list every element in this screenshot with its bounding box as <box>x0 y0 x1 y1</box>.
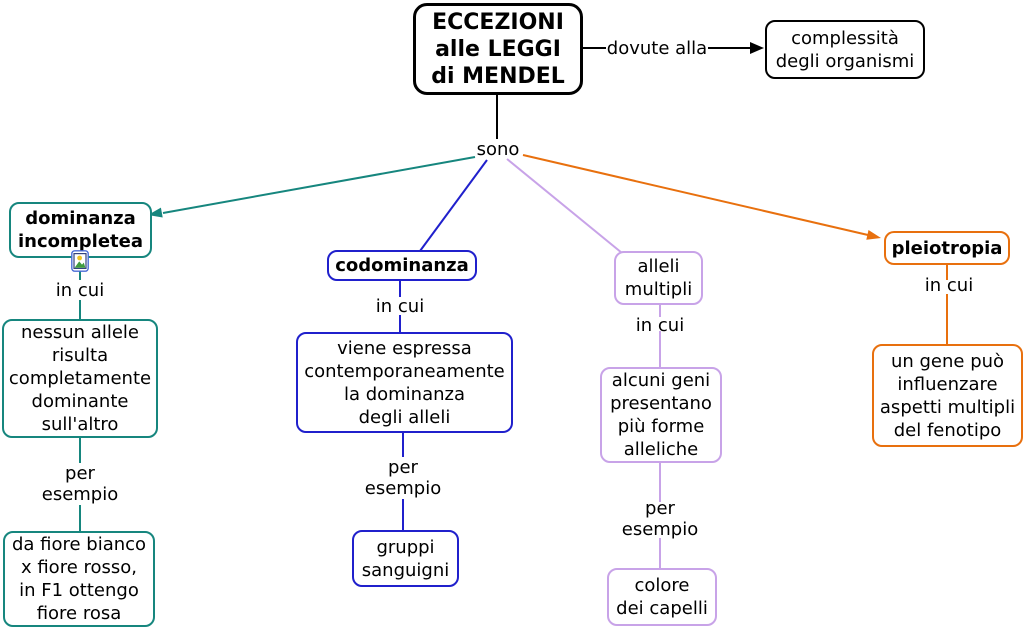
concept-codominanza[interactable]: codominanza <box>327 250 477 281</box>
concept-dominanza-espressa-contemporaneamente[interactable]: viene espressa contemporaneamente la dom… <box>296 332 513 433</box>
link-label-in-cui-alleli: in cui <box>635 314 685 336</box>
concept-pleiotropia[interactable]: pleiotropia <box>884 231 1010 265</box>
link-label-sono: sono <box>476 138 520 160</box>
concept-piu-forme-alleliche[interactable]: alcuni geni presentano più forme allelic… <box>600 367 722 463</box>
link-label-in-cui-pleiotropia: in cui <box>924 274 974 296</box>
link-label-per-esempio-dominanza: per esempio <box>41 463 119 505</box>
concept-alleli-multipli[interactable]: alleli multipli <box>614 251 703 305</box>
image-resource-icon[interactable] <box>71 250 89 272</box>
link-label-in-cui-codominanza: in cui <box>375 295 425 317</box>
concept-gene-aspetti-multipli-fenotipo[interactable]: un gene può influenzare aspetti multipli… <box>872 344 1023 447</box>
link-label-in-cui-dominanza: in cui <box>55 279 105 301</box>
concept-gruppi-sanguigni[interactable]: gruppi sanguigni <box>352 530 459 587</box>
concept-colore-dei-capelli[interactable]: colore dei capelli <box>607 568 717 626</box>
link-label-per-esempio-codominanza: per esempio <box>364 457 442 499</box>
link-label-dovute-alla: dovute alla <box>606 37 708 59</box>
concept-nessun-allele-dominante[interactable]: nessun allele risulta completamente domi… <box>2 319 158 438</box>
link-label-per-esempio-alleli: per esempio <box>621 498 699 540</box>
concept-dominanza-incompleta[interactable]: dominanza incompletea <box>9 202 152 258</box>
concept-complessita-organismi[interactable]: complessità degli organismi <box>765 20 925 79</box>
concept-esempio-fiore-rosa[interactable]: da fiore bianco x fiore rosso, in F1 ott… <box>3 531 155 627</box>
concept-root-title[interactable]: ECCEZIONI alle LEGGI di MENDEL <box>413 3 583 95</box>
